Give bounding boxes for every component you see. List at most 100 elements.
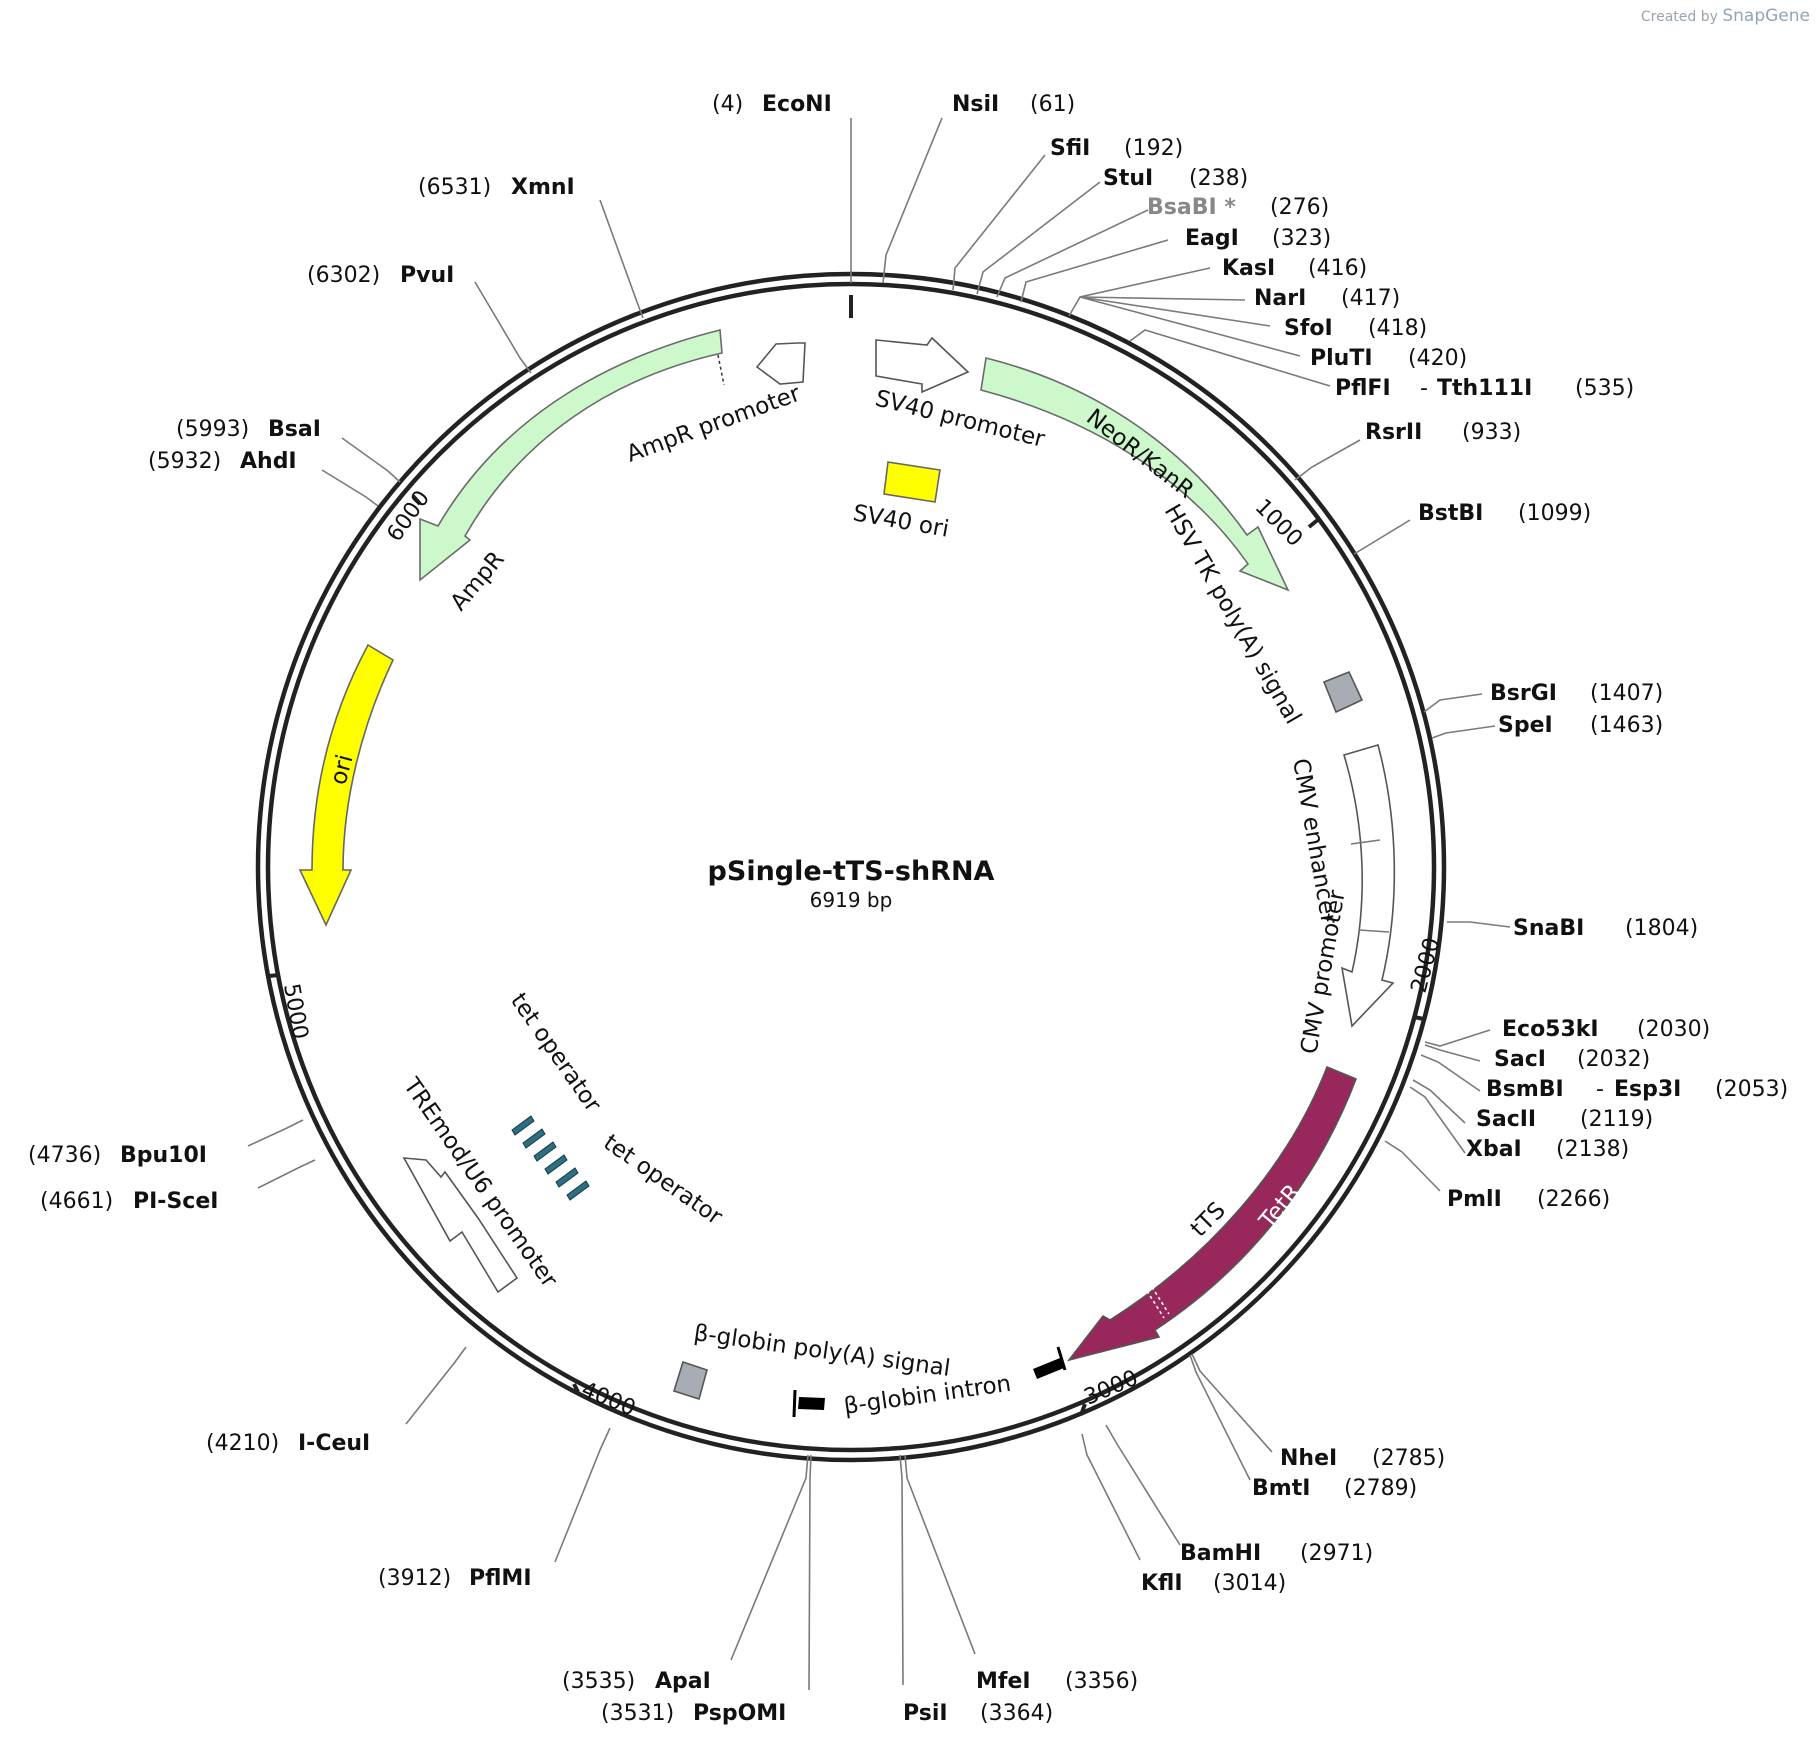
enzyme-bsai: BsaI [268,417,321,442]
cmv-boundary-1 [1350,839,1381,845]
enzyme-pos-bsmbi: (2053) [1715,1077,1788,1102]
enzyme-pspomi: PspOMI [693,1701,786,1726]
enzyme-bstbi: BstBI [1418,501,1483,526]
enzyme-pos-pvui: (6302) [307,263,380,288]
neor-kanr-arrow [980,357,1290,592]
tet-operator-boxes [511,1115,590,1201]
enzyme-pos-sacii: (2119) [1580,1107,1653,1132]
enzyme-pos-eagi: (323) [1272,226,1331,251]
scale-ticks: 1000 2000 3000 4000 5000 6000 [268,486,1446,1422]
enzyme-labels: (4) EcoNI NsiI (61) SfiI (192) StuI (238… [28,92,1788,1726]
enzyme-pos-psii: (3364) [980,1701,1053,1726]
ampr-label: AmpR [446,546,510,615]
enzyme-sacii: SacII [1476,1107,1536,1132]
enzyme-pos-saci: (2032) [1577,1047,1650,1072]
beta-globin-polya-box [673,1360,708,1401]
enzyme-pflmi: PflMI [469,1566,532,1591]
enzyme-tth111i: Tth111I [1437,376,1532,401]
tick-3000 [1079,1403,1087,1416]
enzyme-esp3i: Esp3I [1614,1077,1681,1102]
enzyme-pos-pflfi: (535) [1575,376,1634,401]
enzyme-sfii: SfiI [1050,136,1090,161]
sv40-promoter-arrow [875,336,970,394]
tet-operator-label-2: tet operator [599,1130,728,1231]
enzyme-bsmbi: BsmBI [1486,1077,1564,1102]
enzyme-pmli: PmlI [1447,1187,1502,1212]
enzyme-apai: ApaI [655,1669,711,1694]
snapgene-watermark: Created by SnapGene [1641,6,1810,26]
enzyme-nhei: NheI [1280,1446,1337,1471]
tet-operator-label-1: tet operator [505,989,606,1118]
enzyme-mfei: MfeI [976,1669,1031,1694]
tts-dotted-boundary-1 [1146,1290,1165,1319]
enzyme-pos-pmli: (2266) [1537,1187,1610,1212]
enzyme-i-ceui: I-CeuI [298,1431,370,1456]
beta-globin-polya-label: β-globin poly(A) signal [692,1320,952,1382]
enzyme-pos-kasi: (416) [1308,256,1367,281]
enzyme-pos-pflmi: (3912) [378,1566,451,1591]
tick-5000 [268,973,280,978]
sv40-ori-box [883,461,941,503]
enzyme-eagi: EagI [1185,226,1239,251]
enzyme-pos-pi-scei: (4661) [40,1189,113,1214]
plasmid-length: 6919 bp [810,888,893,912]
enzyme-pos-bpu10i: (4736) [28,1143,101,1168]
enzyme-xbai: XbaI [1466,1137,1522,1162]
hsv-tk-polya-box [1322,670,1364,714]
ori-arrow [298,643,395,927]
tick-4000 [572,1383,580,1393]
enzyme-bamhi: BamHI [1180,1541,1261,1566]
enzyme-pflfi-sep: - [1420,376,1428,401]
enzyme-pvui: PvuI [400,263,454,288]
enzyme-pos-econi: (4) [712,92,743,117]
cmv-boundary-2 [1358,929,1390,933]
tts-tetr-arrow [1066,1065,1358,1362]
tick-label-2000: 2000 [1407,935,1446,996]
enzyme-pos-nari: (417) [1341,286,1400,311]
enzyme-pos-snabi: (1804) [1625,916,1698,941]
enzyme-pos-sfoi: (418) [1368,316,1427,341]
enzyme-nari: NarI [1254,286,1306,311]
enzyme-pos-eco53ki: (2030) [1637,1017,1710,1042]
enzyme-pos-pspomi: (3531) [601,1701,674,1726]
enzyme-sfoi: SfoI [1284,316,1333,341]
enzyme-pi-scei: PI-SceI [133,1189,218,1214]
enzyme-kfli: KflI [1141,1571,1183,1596]
enzyme-pos-spei: (1463) [1590,713,1663,738]
enzyme-pflfi: PflFI [1335,376,1391,401]
sv40-ori-label: SV40 ori [851,500,951,542]
enzyme-pos-nsii: (61) [1030,92,1075,117]
cmv-enhancer-promoter-arrow [1340,744,1396,1028]
tts-dotted-boundary-2 [1151,1286,1170,1315]
enzyme-stui: StuI [1103,166,1153,191]
ampr-promoter-arrow [755,342,806,385]
enzyme-bsrgi: BsrGI [1490,681,1557,706]
enzyme-ahdi: AhdI [240,449,297,474]
tremod-u6-arrow [402,1157,519,1294]
enzyme-kasi: KasI [1222,256,1275,281]
enzyme-pos-ahdi: (5932) [148,449,221,474]
enzyme-pos-apai: (3535) [562,1669,635,1694]
enzyme-rsrii: RsrII [1365,420,1422,445]
enzyme-pos-bmti: (2789) [1344,1476,1417,1501]
enzyme-eco53ki: Eco53kI [1502,1017,1599,1042]
enzyme-econi: EcoNI [762,92,832,117]
enzyme-pos-rsrii: (933) [1462,420,1521,445]
ampr-dotted-boundary [717,354,725,386]
enzyme-pos-i-ceui: (4210) [206,1431,279,1456]
enzyme-pos-stui: (238) [1189,166,1248,191]
enzyme-pos-bstbi: (1099) [1518,501,1591,526]
enzyme-pos-nhei: (2785) [1372,1446,1445,1471]
tick-label-4000: 4000 [578,1377,639,1421]
enzyme-pos-pluti: (420) [1408,346,1467,371]
enzyme-pos-mfei: (3356) [1065,1669,1138,1694]
watermark-prefix: Created by [1640,9,1718,25]
enzyme-saci: SacI [1494,1047,1546,1072]
enzyme-bpu10i: Bpu10I [120,1143,207,1168]
enzyme-bmti: BmtI [1252,1476,1310,1501]
enzyme-xmni: XmnI [511,175,575,200]
ampr-arrow [419,328,723,582]
tick-2000 [1413,1015,1425,1021]
tick-1000 [1307,516,1322,529]
